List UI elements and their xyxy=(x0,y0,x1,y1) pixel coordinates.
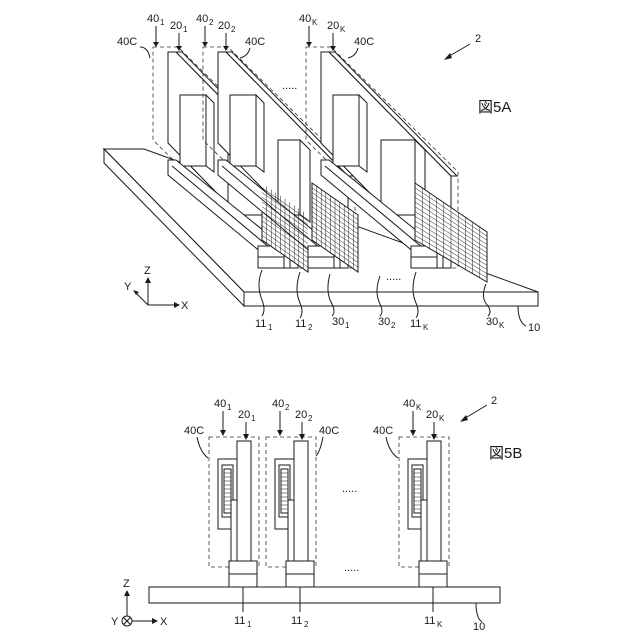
label-20-k-b-sub: K xyxy=(439,414,445,423)
label-40-k-b-sub: K xyxy=(416,403,422,412)
axes-5a: Z Y X xyxy=(124,265,189,312)
label-20-1-a: 20 xyxy=(170,20,182,32)
leader-40c-left-a xyxy=(140,47,150,58)
label-20-2-b-sub: 2 xyxy=(308,414,313,423)
label-11-1-b: 11 xyxy=(234,615,245,627)
label-40c-1-b: 40C xyxy=(184,425,204,437)
label-11-2-a-sub: 2 xyxy=(308,323,313,332)
label-11-1-b-sub: 1 xyxy=(247,620,252,629)
figure-5a-title: 図5A xyxy=(478,99,511,116)
label-40c-right-a: 40C xyxy=(354,36,374,48)
label-20-2-a: 20 xyxy=(218,20,230,32)
axis-x-a: X xyxy=(181,300,189,312)
axis-z-a: Z xyxy=(144,265,151,277)
label-11-1-a-sub: 1 xyxy=(268,323,273,332)
label-30-1-a-sub: 1 xyxy=(345,321,350,330)
label-40-1-a: 40 xyxy=(147,13,159,25)
unit-k-b xyxy=(399,437,449,587)
sensor-hatching-b xyxy=(224,473,421,509)
label-30-1-a: 30 xyxy=(332,316,344,328)
label-40-1-b-sub: 1 xyxy=(227,403,232,412)
ref-2-a: 2 xyxy=(475,33,481,45)
ellipsis-bottom-a: ..... xyxy=(386,271,401,283)
leader-40c-right-a xyxy=(348,48,358,58)
unit-2-b xyxy=(266,437,316,587)
label-40c-3-b: 40C xyxy=(373,425,393,437)
label-20-k-a-sub: K xyxy=(340,25,346,34)
label-20-k-b: 20 xyxy=(426,409,438,421)
label-40-1-b: 40 xyxy=(214,398,226,410)
figure-5b: ..... ..... 40C 40 1 20 1 40 2 20 2 40C … xyxy=(111,395,522,633)
label-40-2-a-sub: 2 xyxy=(209,18,214,27)
label-40-k-a: 40 xyxy=(299,13,311,25)
leader-40c-mid-a xyxy=(240,48,250,58)
label-20-1-a-sub: 1 xyxy=(183,25,188,34)
label-30-2-a: 30 xyxy=(378,316,390,328)
label-40-2-b-sub: 2 xyxy=(285,403,290,412)
label-20-2-b: 20 xyxy=(295,409,307,421)
label-40c-left-a: 40C xyxy=(117,36,137,48)
label-20-2-a-sub: 2 xyxy=(231,25,236,34)
base-plate-10-b xyxy=(149,587,500,603)
label-11-1-a: 11 xyxy=(255,318,266,330)
label-40-k-a-sub: K xyxy=(312,18,318,27)
unit-1-b xyxy=(209,437,259,587)
label-10-b: 10 xyxy=(473,621,485,633)
label-11-2-a: 11 xyxy=(295,318,306,330)
label-40-2-a: 40 xyxy=(196,13,208,25)
label-11-k-b: 11 xyxy=(424,615,435,627)
label-10-a: 10 xyxy=(528,322,540,334)
label-40-k-b: 40 xyxy=(403,398,415,410)
label-30-2-a-sub: 2 xyxy=(391,321,396,330)
axis-z-b: Z xyxy=(123,578,130,590)
axis-y-b: Y xyxy=(111,616,119,628)
label-40-2-b: 40 xyxy=(272,398,284,410)
ref-2-b: 2 xyxy=(491,395,497,407)
ellipsis-top-b: ..... xyxy=(342,483,357,495)
ellipsis-bottom-b: ..... xyxy=(344,562,359,574)
label-11-k-a-sub: K xyxy=(423,323,429,332)
figure-5a: ..... ..... 40C 40 1 20 1 40 2 20 2 40C … xyxy=(104,13,540,334)
ellipsis-top-a: ..... xyxy=(282,80,297,92)
label-11-2-b-sub: 2 xyxy=(304,620,309,629)
label-20-1-b-sub: 1 xyxy=(251,414,256,423)
label-11-2-b: 11 xyxy=(291,615,302,627)
label-11-k-a: 11 xyxy=(410,318,421,330)
axis-y-a: Y xyxy=(124,281,132,293)
label-40c-mid-a: 40C xyxy=(245,36,265,48)
top-labels-b: 40C 40 1 20 1 40 2 20 2 40C 40C 40 K xyxy=(184,395,497,458)
label-40-1-a-sub: 1 xyxy=(160,18,165,27)
leader-10-a xyxy=(518,306,526,326)
label-30-k-a: 30 xyxy=(486,316,498,328)
label-30-k-a-sub: K xyxy=(499,321,505,330)
label-20-k-a: 20 xyxy=(327,20,339,32)
label-11-k-b-sub: K xyxy=(437,620,443,629)
figure-5b-title: 図5B xyxy=(489,445,522,462)
label-40c-2-b: 40C xyxy=(319,425,339,437)
axis-x-b: X xyxy=(160,616,168,628)
label-20-1-b: 20 xyxy=(238,409,250,421)
